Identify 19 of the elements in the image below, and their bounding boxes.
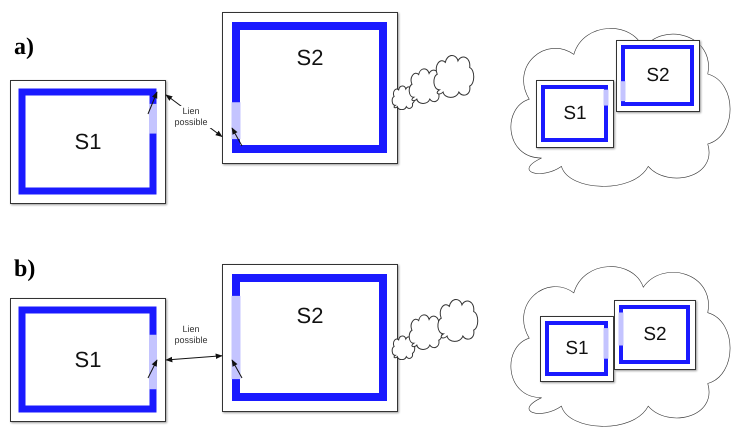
system-box (10, 298, 166, 422)
system-box (222, 12, 398, 164)
box-label: S2 (296, 303, 324, 330)
system-box (616, 40, 700, 112)
box-label: S1 (563, 103, 587, 125)
box-label: S1 (565, 338, 589, 360)
panel-label: b) (14, 256, 36, 283)
system-box (10, 80, 166, 204)
box-label: S1 (74, 347, 102, 373)
box-label: S2 (643, 324, 667, 346)
double-arrow (165, 353, 223, 362)
box-label: S2 (296, 45, 324, 71)
system-box (536, 80, 614, 148)
system-box (540, 316, 614, 382)
system-box (614, 300, 696, 370)
system-box (222, 264, 398, 412)
box-label: S1 (74, 129, 102, 155)
panel-label: a) (14, 34, 34, 61)
box-label: S2 (646, 65, 670, 87)
